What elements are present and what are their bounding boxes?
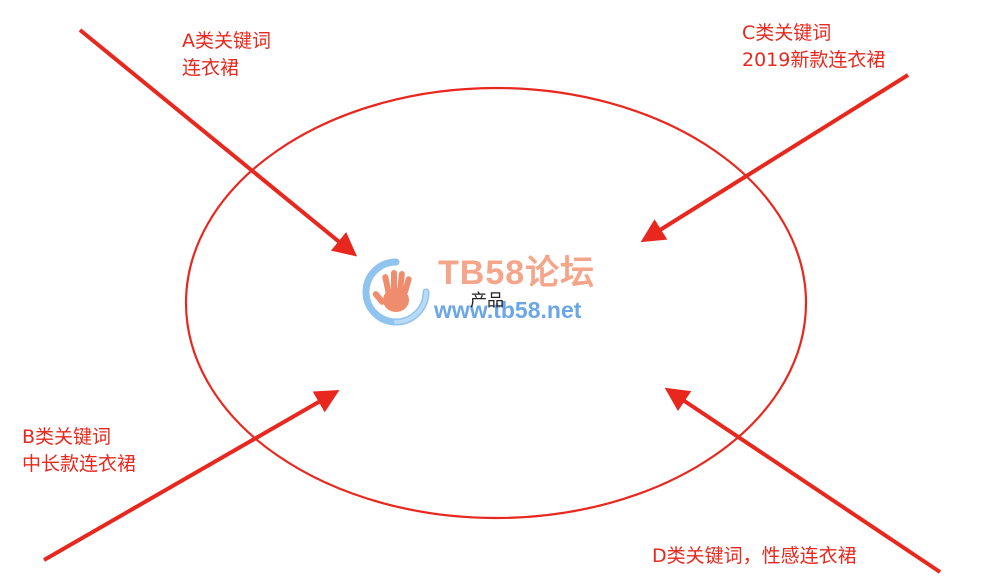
keyword-d-title: D类关键词，性感连衣裙 <box>652 545 857 567</box>
product-label: 产品 <box>470 291 504 311</box>
arrow-c <box>640 73 910 243</box>
keyword-b-example: 中长款连衣裙 <box>22 453 137 475</box>
keyword-d-label: D类关键词，性感连衣裙 <box>652 543 857 570</box>
watermark-title: TB58论坛 <box>438 254 596 292</box>
keyword-a-label: A类关键词 连衣裙 <box>182 28 271 82</box>
keyword-b-label: B类关键词 中长款连衣裙 <box>22 424 136 478</box>
product-ellipse <box>184 86 808 520</box>
keyword-c-example: 2019新款连衣裙 <box>742 49 886 71</box>
keyword-c-label: C类关键词 2019新款连衣裙 <box>742 20 885 74</box>
keyword-a-example: 连衣裙 <box>182 57 240 79</box>
arrow-d <box>664 387 942 574</box>
arrow-b <box>43 390 340 562</box>
arrow-a <box>78 28 358 257</box>
hand-logo-icon <box>362 258 430 326</box>
watermark-url: www.tb58.net <box>434 297 582 323</box>
keyword-b-title: B类关键词 <box>22 426 112 448</box>
watermark: TB58论坛 www.tb58.net <box>362 252 622 332</box>
keyword-a-title: A类关键词 <box>182 30 271 52</box>
keyword-c-title: C类关键词 <box>742 22 832 44</box>
